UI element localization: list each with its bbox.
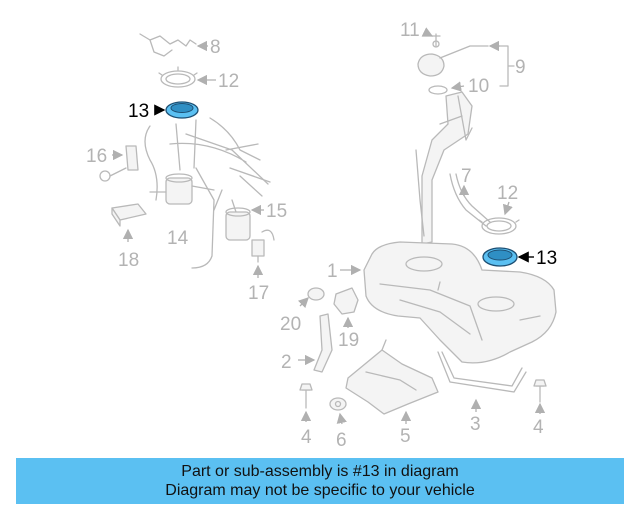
fuel-pump-assembly: [144, 117, 271, 269]
callout-11: 11: [400, 20, 420, 41]
retainer-ring-part-12-left: 12: [158, 66, 239, 92]
callout-14: 14: [167, 228, 189, 249]
callout-13-left: 13: [128, 101, 149, 122]
insulator-part-19: 19: [333, 287, 359, 351]
fuel-tank-part-1: 1: [327, 241, 557, 364]
gasket-part-13-left[interactable]: 13: [128, 101, 199, 122]
callout-15: 15: [266, 201, 287, 222]
bracket-part-2: 2: [281, 313, 333, 373]
module-part-18: 18: [111, 203, 147, 271]
heat-shield-part-5: 5: [345, 339, 439, 447]
o-ring-part-10: 10: [428, 76, 489, 97]
callout-13-right: 13: [536, 248, 557, 269]
caption-line-2: Diagram may not be specific to your vehi…: [165, 482, 475, 499]
callout-4-right: 4: [533, 417, 544, 438]
callout-19: 19: [338, 330, 359, 351]
bracket-part-16: 16: [86, 145, 139, 182]
callout-group-15: 15: [250, 201, 287, 222]
screw-part-11: 11: [400, 20, 441, 48]
strap-part-3: 3: [437, 351, 527, 435]
callout-3: 3: [470, 414, 481, 435]
retainer-ring-part-12-right: 12: [478, 183, 520, 235]
callout-20: 20: [280, 314, 301, 335]
harness-part-8: 8: [139, 33, 221, 58]
bolt-part-4-left: 4: [299, 383, 313, 448]
callout-7: 7: [461, 166, 472, 187]
connector-part-17: 17: [248, 229, 275, 304]
callout-12-left: 12: [218, 71, 239, 92]
callout-10: 10: [468, 76, 489, 97]
part-info-banner: Part or sub-assembly is #13 in diagram D…: [16, 458, 624, 504]
callout-8: 8: [210, 37, 221, 58]
filler-neck: [415, 91, 473, 245]
callout-6: 6: [336, 430, 347, 451]
callout-9: 9: [515, 57, 526, 78]
vent-hose-part-7: 7: [449, 166, 491, 227]
callout-16: 16: [86, 146, 107, 167]
filler-cap-part-9: 9: [417, 40, 526, 87]
callout-2: 2: [281, 352, 292, 373]
callout-group-14: 14: [167, 228, 189, 249]
callout-5: 5: [400, 426, 411, 447]
caption-line-1: Part or sub-assembly is #13 in diagram: [181, 463, 459, 480]
callout-1: 1: [327, 261, 338, 282]
bolt-part-4-right: 4: [533, 379, 547, 438]
nut-part-6: 6: [329, 397, 347, 451]
callout-17: 17: [248, 283, 269, 304]
gasket-part-13-right[interactable]: 13: [482, 247, 557, 269]
bushing-part-20: 20: [280, 287, 325, 335]
callout-12-right: 12: [497, 183, 518, 204]
callout-4-left: 4: [301, 427, 312, 448]
callout-18: 18: [118, 250, 139, 271]
